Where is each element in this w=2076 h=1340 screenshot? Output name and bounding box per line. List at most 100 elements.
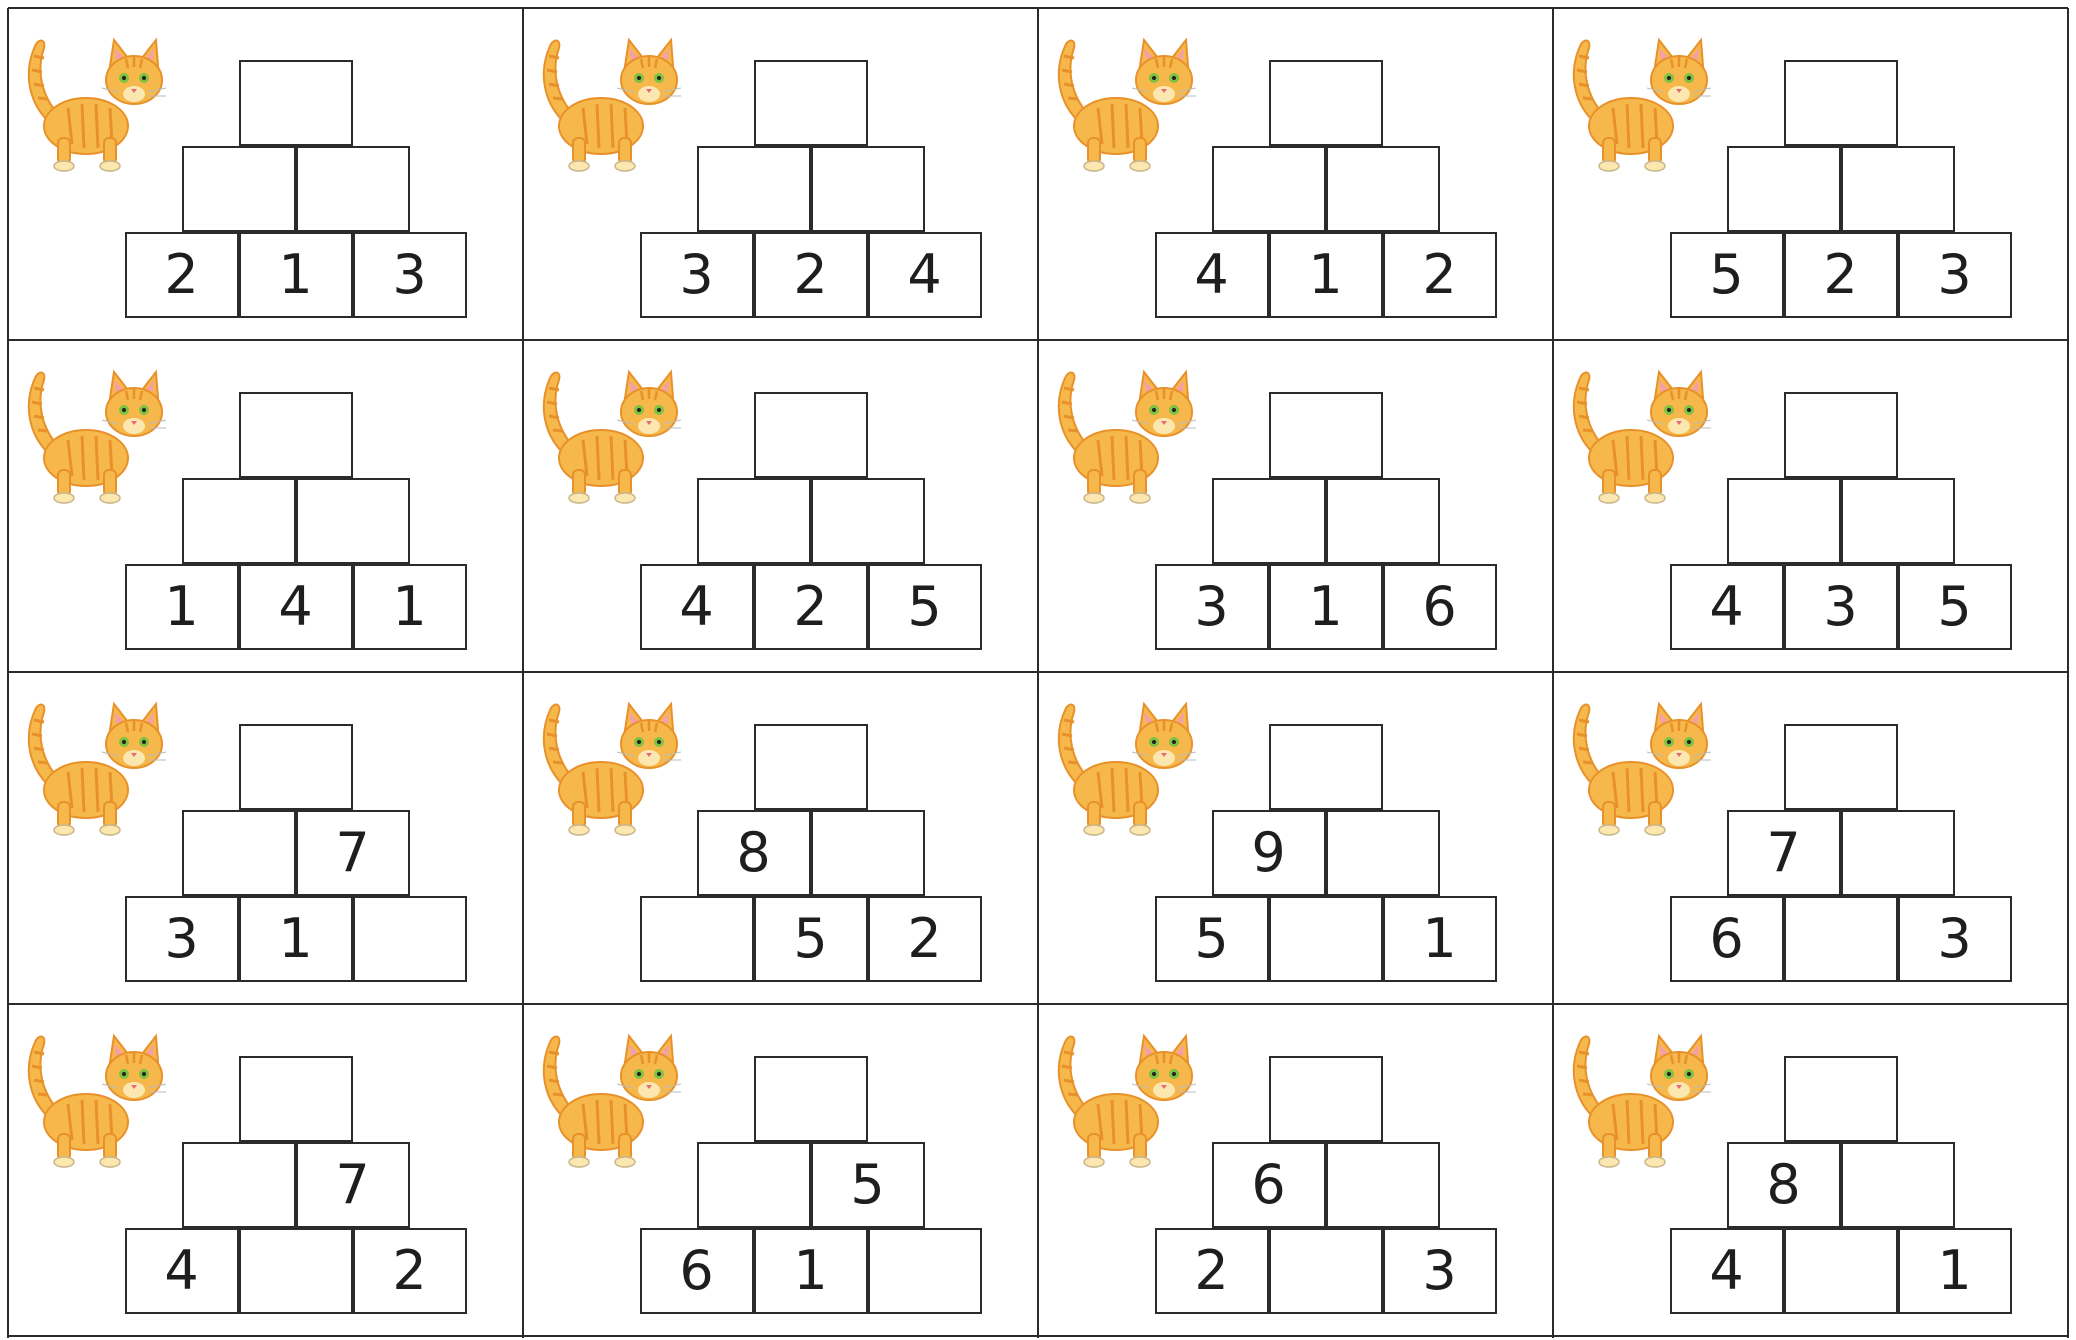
pyramid-bottom-cell[interactable] (1269, 1228, 1383, 1314)
pyramid-bottom-cell[interactable]: 3 (125, 896, 239, 982)
pyramid-bottom-cell[interactable]: 4 (640, 564, 754, 650)
pyramid-top-cell[interactable] (754, 392, 868, 478)
pyramid-bottom-cell[interactable]: 3 (1784, 564, 1898, 650)
pyramid-bottom-cell[interactable]: 2 (353, 1228, 467, 1314)
pyramid-bottom-cell[interactable]: 1 (125, 564, 239, 650)
pyramid-middle-cell[interactable] (1326, 1142, 1440, 1228)
pyramid-bottom-cell[interactable]: 3 (1898, 232, 2012, 318)
pyramid-middle-cell[interactable] (296, 146, 410, 232)
pyramid-top-cell[interactable] (1269, 1056, 1383, 1142)
pyramid-bottom-cell[interactable]: 6 (640, 1228, 754, 1314)
pyramid-bottom-cell[interactable] (353, 896, 467, 982)
pyramid-middle-cell[interactable] (1841, 146, 1955, 232)
pyramid-bottom-cell[interactable]: 2 (1784, 232, 1898, 318)
pyramid-middle-cell[interactable] (182, 478, 296, 564)
pyramid-middle-cell[interactable] (1841, 478, 1955, 564)
pyramid-middle-cell[interactable]: 7 (1727, 810, 1841, 896)
pyramid-top-cell[interactable] (1784, 724, 1898, 810)
pyramid-middle-cell[interactable] (1212, 146, 1326, 232)
pyramid-bottom-cell[interactable]: 4 (1670, 1228, 1784, 1314)
pyramid-bottom-cell[interactable]: 2 (868, 896, 982, 982)
pyramid-middle-cell[interactable]: 5 (811, 1142, 925, 1228)
pyramid-card: 141 (8, 340, 523, 672)
pyramid-bottom-cell[interactable]: 3 (1383, 1228, 1497, 1314)
pyramid-bottom-cell[interactable]: 5 (868, 564, 982, 650)
pyramid-bottom-cell[interactable]: 6 (1383, 564, 1497, 650)
pyramid-top-cell[interactable] (239, 60, 353, 146)
pyramid-bottom-cell[interactable]: 2 (754, 232, 868, 318)
pyramid-middle-cell[interactable] (1841, 810, 1955, 896)
pyramid-bottom-cell[interactable] (640, 896, 754, 982)
pyramid-top-cell[interactable] (1269, 60, 1383, 146)
pyramid-middle-cell[interactable] (296, 478, 410, 564)
pyramid-bottom-cell[interactable]: 2 (1383, 232, 1497, 318)
pyramid-top-cell[interactable] (754, 1056, 868, 1142)
pyramid-top-cell[interactable] (1269, 724, 1383, 810)
pyramid-middle-cell[interactable] (182, 146, 296, 232)
pyramid-top-cell[interactable] (754, 60, 868, 146)
pyramid-bottom-cell[interactable]: 1 (239, 896, 353, 982)
pyramid-bottom-cell[interactable]: 1 (239, 232, 353, 318)
pyramid-bottom-cell[interactable]: 1 (1269, 232, 1383, 318)
pyramid-middle-cell[interactable]: 8 (697, 810, 811, 896)
pyramid-bottom-cell[interactable]: 5 (754, 896, 868, 982)
pyramid-middle-cell[interactable]: 9 (1212, 810, 1326, 896)
pyramid-bottom-cell[interactable]: 3 (353, 232, 467, 318)
pyramid-bottom-cell[interactable] (868, 1228, 982, 1314)
pyramid-middle-cell[interactable] (811, 810, 925, 896)
pyramid-card: 528 (523, 672, 1038, 1004)
pyramid-bottom-cell[interactable]: 5 (1670, 232, 1784, 318)
pyramid-bottom-cell[interactable]: 2 (1155, 1228, 1269, 1314)
pyramid-bottom-cell[interactable] (1784, 896, 1898, 982)
pyramid-middle-cell[interactable] (182, 1142, 296, 1228)
pyramid-middle-cell[interactable] (697, 146, 811, 232)
cat-icon (533, 690, 683, 840)
pyramid-middle-cell[interactable] (697, 1142, 811, 1228)
pyramid-bottom-cell[interactable]: 5 (1898, 564, 2012, 650)
pyramid-bottom-cell[interactable]: 6 (1670, 896, 1784, 982)
pyramid-bottom-cell[interactable]: 4 (1670, 564, 1784, 650)
pyramid-bottom-cell[interactable] (1784, 1228, 1898, 1314)
pyramid-middle-cell[interactable] (811, 478, 925, 564)
pyramid-middle-cell[interactable]: 6 (1212, 1142, 1326, 1228)
pyramid-bottom-cell[interactable] (1269, 896, 1383, 982)
pyramid-middle-cell[interactable] (697, 478, 811, 564)
pyramid-bottom-cell[interactable]: 3 (1898, 896, 2012, 982)
pyramid-bottom-cell[interactable]: 1 (353, 564, 467, 650)
pyramid-top-cell[interactable] (1269, 392, 1383, 478)
pyramid-middle-cell[interactable]: 8 (1727, 1142, 1841, 1228)
pyramid-top-cell[interactable] (1784, 60, 1898, 146)
pyramid-bottom-cell[interactable]: 1 (754, 1228, 868, 1314)
pyramid-bottom-cell[interactable]: 3 (1155, 564, 1269, 650)
pyramid-bottom-cell[interactable]: 4 (125, 1228, 239, 1314)
pyramid-bottom-cell[interactable]: 1 (1898, 1228, 2012, 1314)
cat-icon (533, 26, 683, 176)
pyramid-middle-cell[interactable] (182, 810, 296, 896)
pyramid-bottom-cell[interactable]: 4 (239, 564, 353, 650)
pyramid-bottom-cell[interactable]: 1 (1269, 564, 1383, 650)
pyramid-top-cell[interactable] (754, 724, 868, 810)
pyramid-bottom-cell[interactable] (239, 1228, 353, 1314)
pyramid-bottom-cell[interactable]: 4 (868, 232, 982, 318)
pyramid-middle-cell[interactable] (1727, 478, 1841, 564)
pyramid-middle-cell[interactable] (1212, 478, 1326, 564)
pyramid-bottom-cell[interactable]: 1 (1383, 896, 1497, 982)
pyramid-top-cell[interactable] (239, 392, 353, 478)
pyramid-bottom-cell[interactable]: 4 (1155, 232, 1269, 318)
pyramid-middle-cell[interactable] (1326, 146, 1440, 232)
pyramid-top-cell[interactable] (1784, 1056, 1898, 1142)
pyramid-middle-cell[interactable] (1326, 810, 1440, 896)
pyramid-middle-cell[interactable]: 7 (296, 1142, 410, 1228)
pyramid-top-cell[interactable] (1784, 392, 1898, 478)
pyramid-middle-cell[interactable]: 7 (296, 810, 410, 896)
pyramid-bottom-cell[interactable]: 2 (125, 232, 239, 318)
pyramid-middle-cell[interactable] (1326, 478, 1440, 564)
pyramid-middle-cell[interactable] (811, 146, 925, 232)
pyramid-top-cell[interactable] (239, 1056, 353, 1142)
pyramid-bottom-cell[interactable]: 3 (640, 232, 754, 318)
pyramid-bottom-cell[interactable]: 2 (754, 564, 868, 650)
pyramid-middle-cell[interactable] (1727, 146, 1841, 232)
pyramid-top-cell[interactable] (239, 724, 353, 810)
pyramid-bottom-cell[interactable]: 5 (1155, 896, 1269, 982)
pyramid-middle-cell[interactable] (1841, 1142, 1955, 1228)
